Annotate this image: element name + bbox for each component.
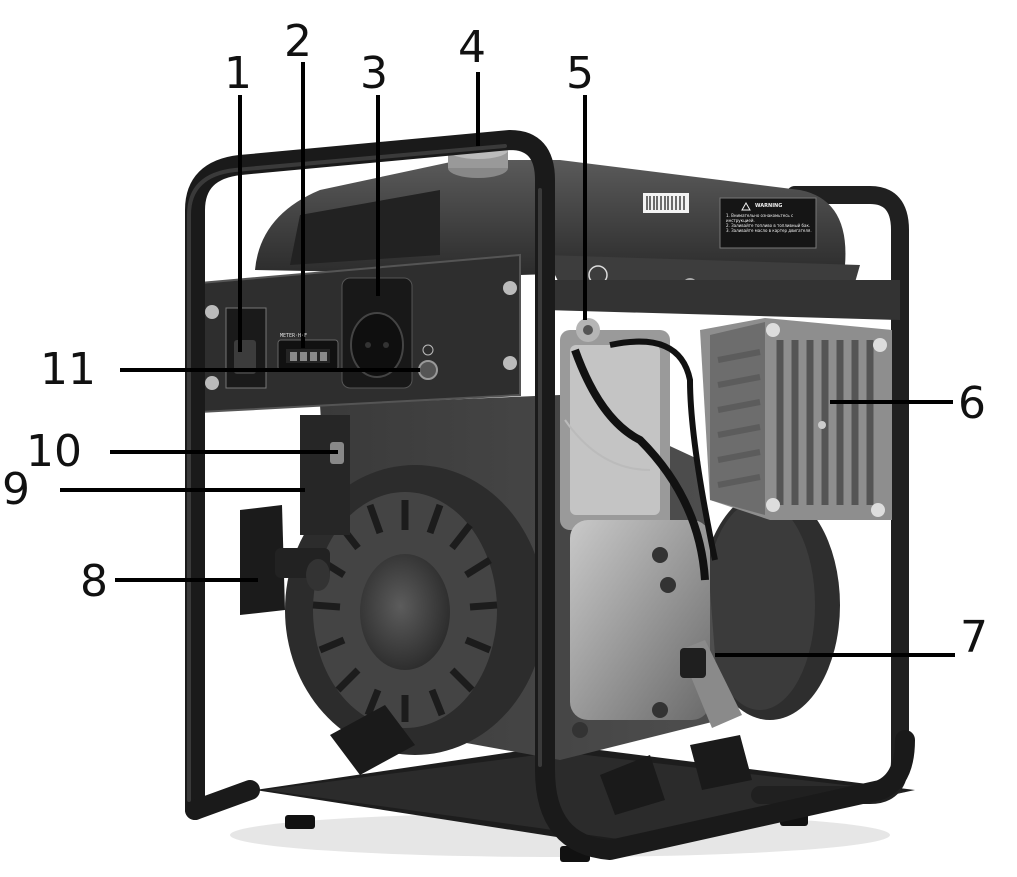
oil-filler-cap [680,640,742,728]
control-panel [199,253,521,414]
hour-meter-label: METER·H·F [280,333,308,339]
warning-line: 2. Заливайте топливо в топливный бак. [726,223,811,228]
warning-sticker [719,197,817,249]
front-frame [185,130,915,860]
callout-11: 11 [40,344,96,395]
callout-5: 5 [566,48,594,99]
warning-sticker-text: 1. Внимательно ознакомьтесь с инструкцие… [726,213,812,233]
callout-9: 9 [2,464,30,515]
crankcase [570,520,710,720]
leader-lines [60,62,955,657]
starter-handle [240,505,330,615]
callout-6: 6 [958,378,986,429]
side-bracket [545,280,900,320]
warning-line: 3. Заливайте масло в картер двигателя. [726,228,812,233]
rubber-feet [330,705,752,815]
callout-7: 7 [960,612,988,663]
warning-line: 1. Внимательно ознакомьтесь с инструкцие… [726,213,794,223]
warning-sticker-title: WARNING [755,203,783,209]
choke-lever [300,415,350,535]
muffler-heat-shield [700,318,892,520]
callout-3: 3 [360,48,388,99]
callout-4: 4 [458,22,486,73]
callout-2: 2 [284,16,312,67]
callout-1: 1 [224,48,252,99]
callout-8: 8 [80,556,108,607]
spark-plug [576,318,600,342]
callout-10: 10 [26,426,82,477]
ground-terminal [418,360,438,380]
recoil-starter-cover [285,465,545,755]
